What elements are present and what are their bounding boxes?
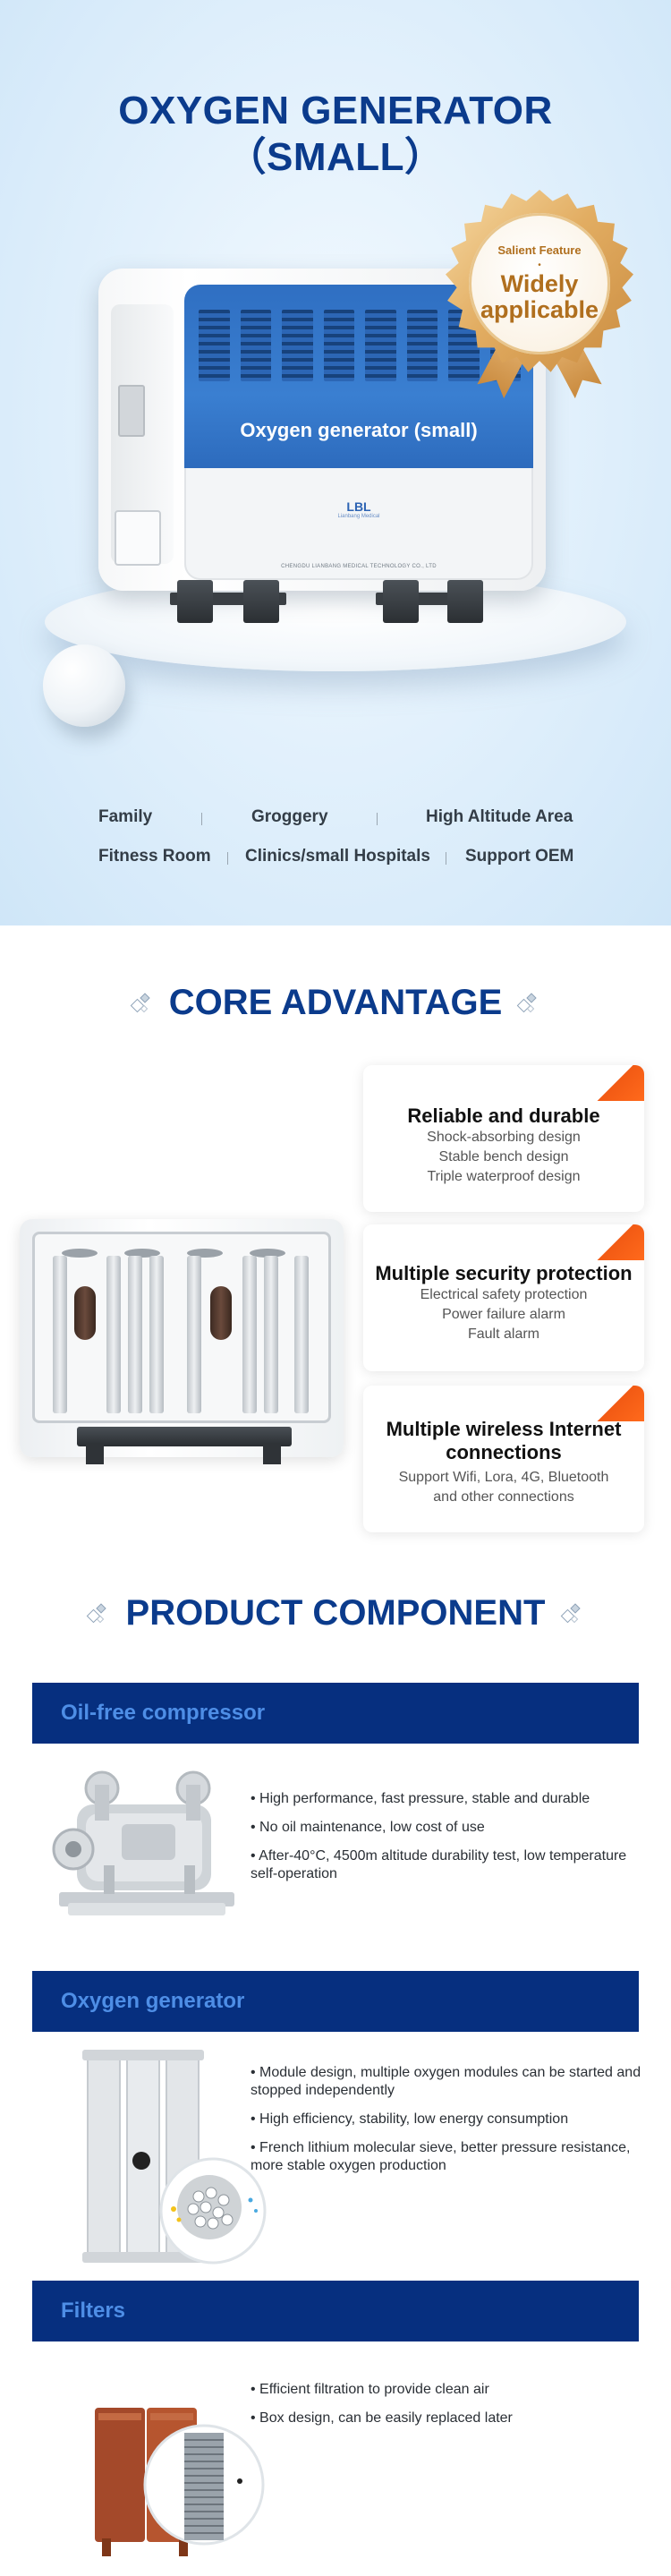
sparkle-icon (130, 993, 154, 1016)
machine-foot (447, 580, 483, 623)
core-advantage-title: CORE ADVANTAGE (0, 983, 671, 1023)
machine-foot (243, 580, 279, 623)
advantage-card-title: Reliable and durable (407, 1105, 600, 1127)
hero-title: OXYGEN GENERATOR （SMALL） (0, 88, 671, 181)
badge-small-text: Salient Feature (497, 243, 582, 257)
page-spacer (0, 1570, 671, 2576)
corner-accent-icon (592, 1386, 644, 1421)
corner-accent-icon (592, 1065, 644, 1101)
advantage-line: Electrical safety protection (420, 1287, 588, 1302)
advantage-line: Support Wifi, Lora, 4G, Bluetooth (398, 1470, 609, 1485)
advantage-card: Multiple wireless Internet connections S… (363, 1386, 644, 1532)
display-pedestal (45, 573, 626, 707)
side-vent-icon (115, 510, 161, 566)
hero-section: OXYGEN GENERATOR （SMALL） Oxygen generato… (0, 0, 671, 925)
machine-interior-image (20, 1219, 344, 1464)
application-item: Support OEM (465, 847, 574, 866)
advantage-line: and other connections (433, 1489, 574, 1505)
side-panel-icon (118, 385, 145, 437)
decorative-sphere (43, 644, 125, 727)
salient-feature-badge: Salient Feature • Widely applicable (446, 190, 633, 378)
application-item: High Altitude Area (426, 807, 573, 826)
badge-big-line2: applicable (480, 296, 599, 323)
advantage-line: Power failure alarm (442, 1307, 565, 1322)
machine-company-name: CHENGDU LIANBANG MEDICAL TECHNOLOGY CO.,… (281, 564, 437, 569)
machine-foot (177, 580, 213, 623)
separator (377, 813, 378, 825)
advantage-line: Fault alarm (467, 1326, 540, 1342)
applications-list: Family Groggery High Altitude Area Fitne… (0, 807, 671, 886)
application-item: Groggery (251, 807, 328, 826)
application-item: Fitness Room (98, 847, 211, 866)
advantage-card-title: Multiple wireless Internet connections (386, 1418, 622, 1463)
advantage-line: Shock-absorbing design (427, 1130, 581, 1145)
machine-front-panel: Oxygen generator (small) LBL Lianbang Me… (184, 285, 533, 580)
advantage-card: Multiple security protection Electrical … (363, 1224, 644, 1371)
badge-big-line1: Widely (500, 270, 579, 297)
machine-label: Oxygen generator (small) (240, 419, 478, 441)
machine-logo: LBL Lianbang Medical (337, 499, 380, 519)
application-item: Family (98, 807, 153, 826)
advantage-line: Triple waterproof design (427, 1169, 581, 1184)
separator (201, 813, 202, 825)
advantage-card: Reliable and durable Shock-absorbing des… (363, 1065, 644, 1212)
separator (227, 852, 228, 865)
core-advantage-section: CORE ADVANTAGE Reliable and durable Shoc… (0, 925, 671, 1570)
application-item: Clinics/small Hospitals (245, 847, 430, 866)
corner-accent-icon (592, 1224, 644, 1260)
advantage-line: Stable bench design (438, 1149, 569, 1164)
advantage-card-title: Multiple security protection (375, 1262, 633, 1284)
machine-foot (383, 580, 419, 623)
sparkle-icon (517, 993, 540, 1016)
hero-title-line2: （SMALL） (226, 135, 445, 179)
hero-title-line1: OXYGEN GENERATOR (118, 89, 553, 132)
